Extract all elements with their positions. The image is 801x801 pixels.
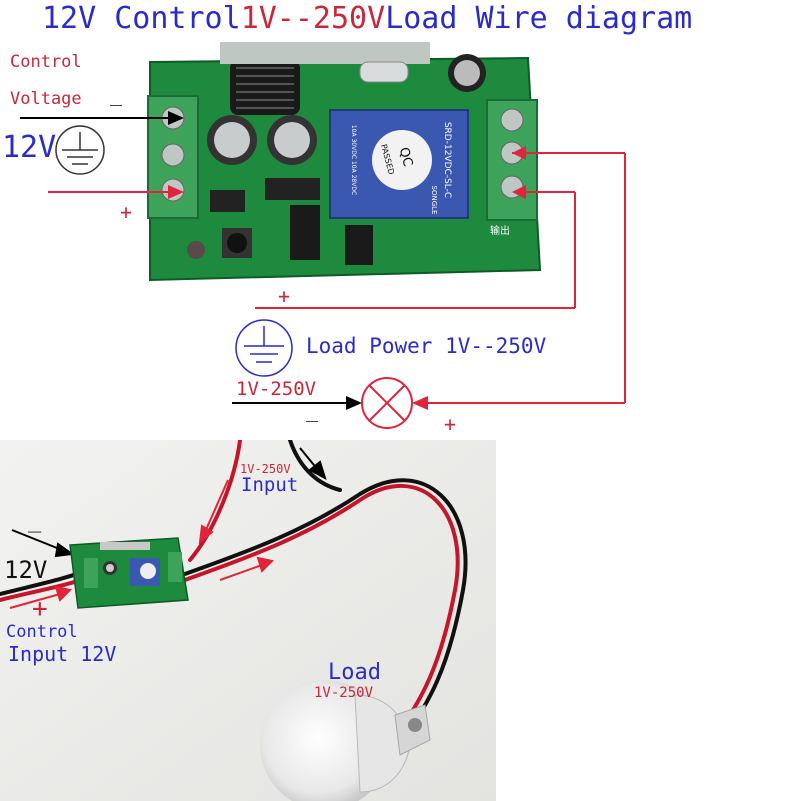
wiring-photo: 1V-250V Input _ 12V + Control Input 12V … <box>0 440 496 801</box>
photo-scene <box>0 440 496 801</box>
page-title: 12V Control1V--250VLoad Wire diagram <box>42 2 692 36</box>
pin-header-icon <box>265 178 320 200</box>
ic-chip-icon <box>290 205 320 260</box>
title-part-1: 12V Control <box>42 1 241 36</box>
load-power-label: Load Power 1V--250V <box>306 334 547 358</box>
lamp-icon <box>361 377 413 429</box>
ground-symbol-icon <box>55 125 105 175</box>
photo-input-label: Input <box>241 474 299 496</box>
antenna-coil-icon <box>230 60 300 115</box>
control-label: Control <box>10 52 82 72</box>
relay-rating-text: 10A 30VDC 10A 28VDC <box>350 125 357 195</box>
black-arrows <box>11 447 327 558</box>
relay-brand-text: SONGLE <box>430 186 438 215</box>
control-plus-sign: + <box>120 200 133 224</box>
bulb-icon <box>260 680 431 801</box>
control-minus-sign: _ <box>110 82 123 106</box>
output-label: 输出 <box>490 224 510 237</box>
relay-board: QC PASSED SRD-12VDC-SL-C 10A 30VDC 10A 2… <box>147 42 542 282</box>
title-part-3: Load Wire diagram <box>385 1 693 36</box>
push-button-icon <box>222 228 252 258</box>
control-minus-wire <box>20 111 184 125</box>
load-output-wire <box>412 146 626 410</box>
wiring-diagram: QC PASSED SRD-12VDC-SL-C 10A 30VDC 10A 2… <box>20 42 626 429</box>
photo-control-label: Control <box>6 622 78 642</box>
voltage-label: Voltage <box>10 89 82 109</box>
title-part-2: 1V--250V <box>240 1 386 36</box>
photo-minus-sign: _ <box>28 508 42 533</box>
board-top-plate <box>220 42 430 64</box>
photo-load-voltage: 1V-250V <box>314 685 374 701</box>
input-voltage-label: 12V <box>2 130 57 165</box>
photo-input-voltage: 1V-250V <box>240 462 291 476</box>
relay-model-text: SRD-12VDC-SL-C <box>442 122 452 198</box>
photo-control-input: Input 12V <box>8 642 117 666</box>
ic-chip-icon <box>345 225 373 265</box>
lamp-minus-wire <box>232 396 362 410</box>
module-icon <box>69 537 189 609</box>
lamp-minus-sign: _ <box>306 398 319 422</box>
load-plus-sign: + <box>278 284 291 308</box>
terminal-block-right <box>486 99 538 221</box>
crystal-icon <box>359 61 409 83</box>
load-input-wire <box>255 185 576 309</box>
led-icon <box>187 241 205 259</box>
capacitor-icon <box>448 54 486 92</box>
pin-header-icon <box>210 190 245 212</box>
relay-icon: QC PASSED SRD-12VDC-SL-C 10A 30VDC 10A 2… <box>329 109 469 219</box>
relay-qc-text: QC <box>396 146 415 169</box>
photo-plus-sign: + <box>32 594 48 624</box>
control-plus-wire <box>48 185 184 199</box>
capacitor-icon <box>207 115 317 165</box>
ground-symbol-icon <box>235 319 293 377</box>
photo-load-label: Load <box>328 660 381 685</box>
red-arrows <box>9 479 275 609</box>
lamp-plus-sign: + <box>444 412 457 436</box>
photo-supply-voltage: 12V <box>4 556 48 584</box>
lamp-voltage-label: 1V-250V <box>236 378 317 400</box>
